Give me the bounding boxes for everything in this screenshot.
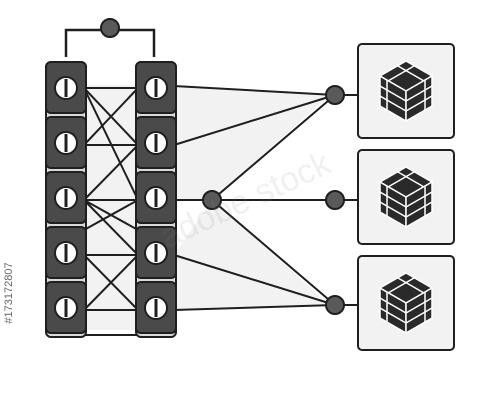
unit-r3 (135, 171, 177, 224)
unit-r4 (135, 226, 177, 279)
server-box-top (357, 43, 455, 139)
unit-r1 (135, 61, 177, 114)
hub-node (202, 190, 222, 210)
box-node-middle (325, 190, 345, 210)
box-node-top (325, 85, 345, 105)
column-links (83, 87, 139, 336)
unit-l2 (45, 116, 87, 169)
cube-icon (378, 60, 434, 123)
unit-l3 (45, 171, 87, 224)
server-box-bottom (357, 255, 455, 351)
unit-r5 (135, 281, 177, 334)
server-box-middle (357, 149, 455, 245)
top-bridge (64, 18, 156, 57)
top-bridge-node (100, 18, 120, 38)
cube-icon (378, 166, 434, 229)
unit-r2 (135, 116, 177, 169)
cube-icon (378, 272, 434, 335)
box-node-bottom (325, 295, 345, 315)
left-column (45, 61, 87, 338)
right-column (135, 61, 177, 338)
unit-l5 (45, 281, 87, 334)
unit-l4 (45, 226, 87, 279)
unit-l1 (45, 61, 87, 114)
stock-id: #173172807 (3, 262, 15, 324)
